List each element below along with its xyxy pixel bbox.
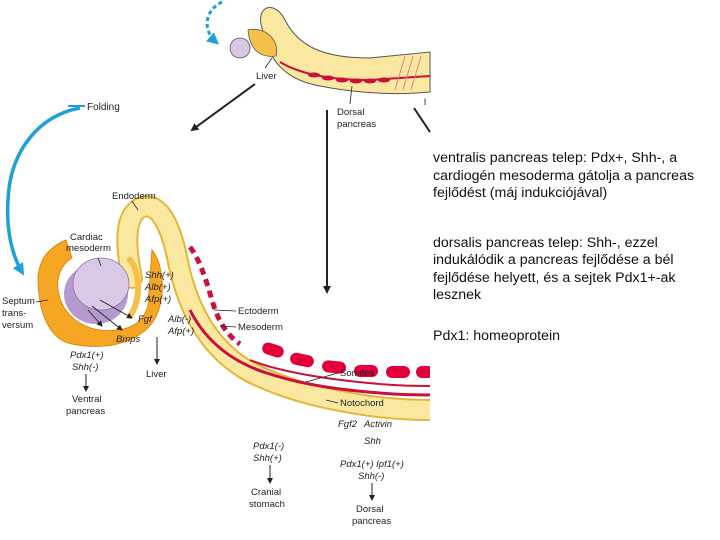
bmps-label: Bmps	[116, 334, 141, 345]
mesoderm-label: Mesoderm	[238, 322, 283, 333]
septum-transversum	[37, 239, 163, 347]
top-embryo-hatching	[394, 55, 422, 91]
alb-minus-label: Alb(-)	[167, 314, 191, 325]
top-dorsal-label-1: Dorsal	[337, 107, 364, 118]
top-embryo-cardiac	[229, 37, 251, 59]
endoderm-tube-fill	[118, 197, 441, 419]
mesoderm-line	[188, 309, 433, 397]
septum-label-2: trans-	[2, 308, 26, 319]
folding-label: Folding	[87, 102, 120, 113]
arrow-to-ventral-view	[190, 83, 256, 132]
fgf-arrow	[99, 299, 133, 319]
activin-label: Activin	[363, 419, 392, 430]
afp-plus-label: Afp(+)	[144, 294, 171, 305]
liver-label: Liver	[146, 369, 167, 380]
notochord-label: Notochord	[340, 398, 384, 409]
endoderm-pointer	[131, 200, 139, 211]
top-liver-pointer	[264, 57, 273, 69]
somites-label: Somites	[340, 368, 375, 379]
ventral-markers-2: Shh(-)	[72, 362, 98, 373]
top-folding-arrow	[205, 0, 223, 45]
bmps-arrow	[91, 305, 123, 331]
arrow-right-view	[413, 107, 431, 133]
folding-arrow	[5, 106, 81, 276]
cranial-label-1: Cranial	[251, 487, 281, 498]
cardiac-label-1: Cardiac	[70, 232, 103, 243]
septum-arrow	[87, 309, 103, 327]
cranial-markers-1: Pdx1(-)	[253, 441, 284, 452]
dorsal-markers-1: Pdx1(+) Ipf1(+)	[340, 459, 404, 470]
top-embryo: Liver Dorsal pancreas l	[205, 0, 431, 130]
ectoderm-label: Ectoderm	[238, 306, 279, 317]
top-liver-label: Liver	[256, 71, 277, 82]
dorsal-label-2: pancreas	[352, 516, 391, 527]
cardiac-pointer	[97, 257, 102, 267]
notes-panel: ventralis pancreas telep: Pdx+, Shh-, a …	[433, 150, 717, 377]
top-dorsal-pointer	[349, 85, 353, 105]
septum-label-3: versum	[2, 320, 33, 331]
dorsal-markers-2: Shh(-)	[358, 471, 384, 482]
somites-pointer	[305, 372, 339, 383]
liver-bud	[125, 255, 142, 318]
afp-plus-2-label: Afp(+)	[167, 326, 194, 337]
cardiac-label-2: mesoderm	[66, 243, 111, 254]
note-dorsal-pancreas: dorsalis pancreas telep: Shh-, ezzel ind…	[433, 234, 676, 304]
cranial-label-2: stomach	[249, 499, 285, 510]
dashed-mesoderm	[187, 245, 242, 347]
top-extra-label: l	[424, 97, 426, 108]
note-pdx1: Pdx1: homeoprotein	[433, 327, 560, 344]
alb-plus-label: Alb(+)	[144, 282, 171, 293]
ectoderm-pointer	[213, 309, 237, 312]
shh-label: Shh	[364, 436, 381, 447]
cranial-markers-2: Shh(+)	[253, 453, 282, 464]
top-embryo-heart	[247, 28, 278, 57]
mesoderm-pointer	[219, 325, 237, 328]
fgf2-label: Fgf2	[338, 419, 358, 430]
ventral-label-1: Ventral	[72, 394, 102, 405]
septum-label-1: Septum	[2, 296, 35, 307]
shh-plus-label: Shh(+)	[145, 270, 174, 281]
note-ventral-pancreas: ventralis pancreas telep: Pdx+, Shh-, a …	[433, 150, 695, 201]
dorsal-label-1: Dorsal	[356, 504, 383, 515]
septum-pointer	[35, 299, 49, 303]
figure-right-mask	[430, 140, 720, 540]
somites	[262, 342, 434, 378]
top-embryo-somites	[308, 72, 390, 84]
top-dorsal-label-2: pancreas	[337, 119, 376, 130]
cardiac-mesoderm	[72, 257, 130, 311]
notochord-line	[249, 359, 433, 387]
ventral-markers-1: Pdx1(+)	[70, 350, 104, 361]
endoderm-label: Endoderm	[112, 191, 156, 202]
ventral-label-2: pancreas	[66, 406, 105, 417]
fgf-label: Fgf	[138, 314, 153, 325]
notochord-pointer	[325, 399, 339, 404]
